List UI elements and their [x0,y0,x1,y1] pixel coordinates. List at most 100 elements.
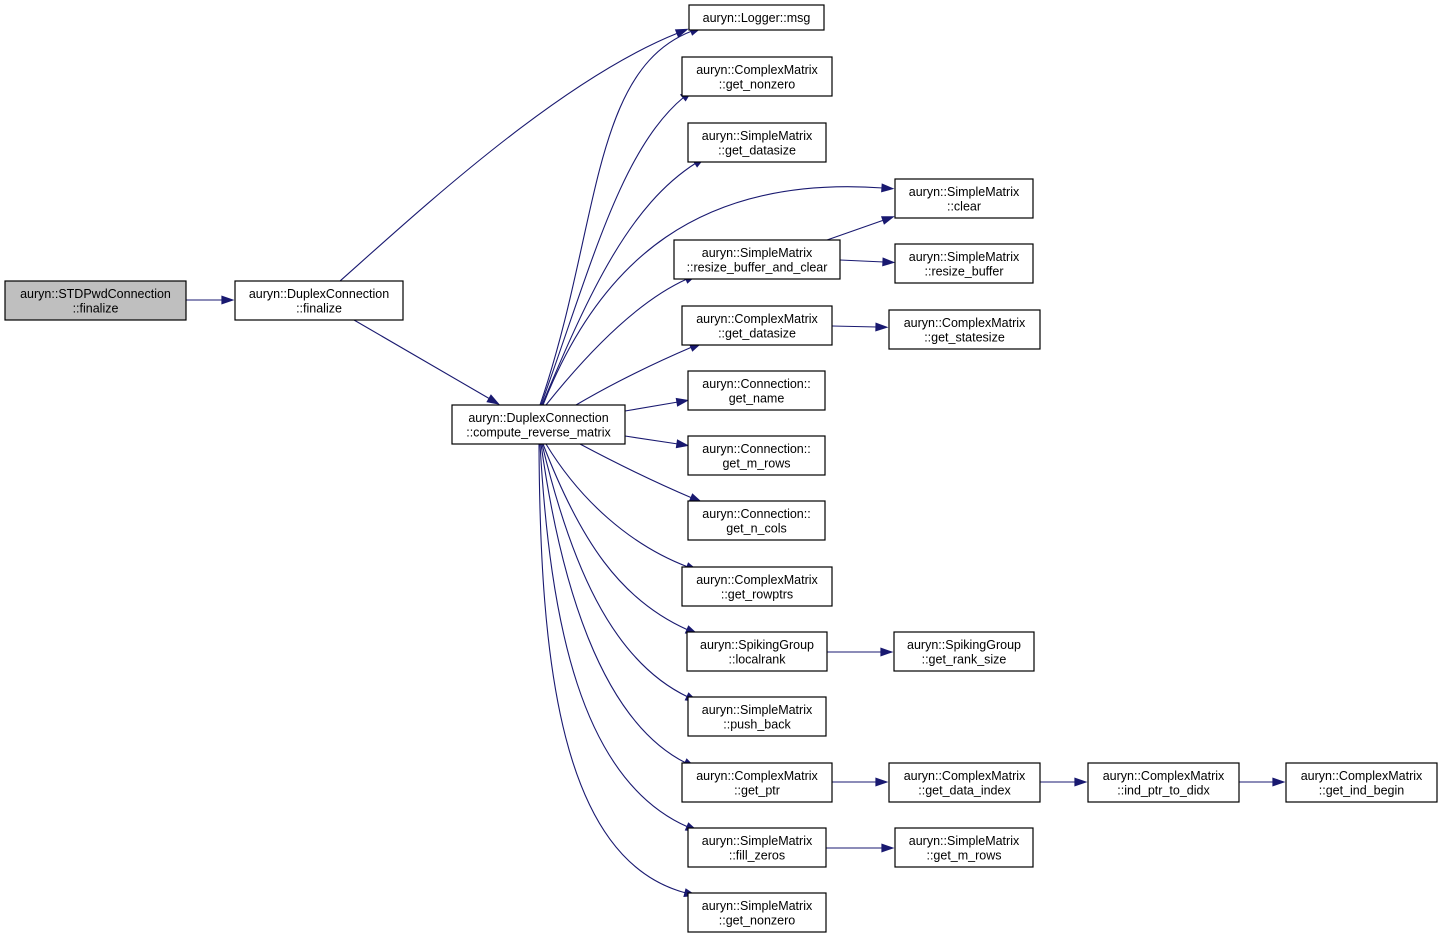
node-label: ::fill_zeros [729,848,785,862]
node-complexmatrix-get-rowptrs[interactable]: auryn::ComplexMatrix::get_rowptrs [681,566,833,607]
arrowhead [675,397,690,407]
node-box [888,762,1041,803]
node-label: auryn::SimpleMatrix [909,185,1020,199]
node-box [681,305,833,346]
node-label: auryn::SimpleMatrix [909,834,1020,848]
node-complexmatrix-get-datasize[interactable]: auryn::ComplexMatrix::get_datasize [681,305,833,346]
edge-n2-n14 [545,443,699,572]
node-box [686,631,828,672]
node-connection-get-n-cols[interactable]: auryn::Connection::get_n_cols [687,500,826,541]
node-connection-get-name[interactable]: auryn::Connection::get_name [687,370,826,411]
edge-line [539,443,689,828]
node-simplematrix-fill-zeros[interactable]: auryn::SimpleMatrix::fill_zeros [687,827,827,868]
edges-layer [186,26,1286,897]
node-label: auryn::SimpleMatrix [702,899,813,913]
node-label: ::resize_buffer [925,264,1004,278]
node-label: auryn::SpikingGroup [907,638,1021,652]
node-complexmatrix-get-ind-begin[interactable]: auryn::ComplexMatrix::get_ind_begin [1285,762,1438,803]
node-box [681,566,833,607]
node-label: ::finalize [296,301,342,315]
node-complexmatrix-get-statesize[interactable]: auryn::ComplexMatrix::get_statesize [888,309,1041,350]
edge-n2-n17 [541,443,699,702]
node-box [687,122,827,163]
node-box [4,280,187,321]
node-spikinggroup-localrank[interactable]: auryn::SpikingGroup::localrank [686,631,828,672]
node-label: auryn::ComplexMatrix [696,769,818,783]
node-complexmatrix-get-nonzero[interactable]: auryn::ComplexMatrix::get_nonzero [681,56,833,97]
node-label: auryn::SimpleMatrix [702,129,813,143]
node-complexmatrix-ind-ptr-to-didx[interactable]: auryn::ComplexMatrix::ind_ptr_to_didx [1087,762,1240,803]
node-box [681,762,833,803]
node-box [687,827,827,868]
edge-n22-n23 [826,843,895,853]
arrowhead [880,647,894,657]
node-stdpwdconnection-finalize[interactable]: auryn::STDPwdConnection::finalize [4,280,187,321]
node-box [687,500,826,541]
node-label: ::get_ptr [734,783,780,797]
edge-line [339,32,679,282]
node-label: ::get_rank_size [922,652,1007,666]
edge-n2-n9 [575,342,703,406]
node-label: auryn::ComplexMatrix [696,312,818,326]
edge-n9-n10 [831,322,889,332]
edge-line [624,401,679,412]
edge-line [542,186,884,406]
edge-line [839,259,885,263]
node-label: ::finalize [73,301,119,315]
arrowhead [1074,777,1088,787]
node-label: ::ind_ptr_to_didx [1117,783,1210,797]
node-box [894,178,1034,219]
edge-line [831,325,878,328]
node-box [893,631,1035,672]
node-box [1285,762,1438,803]
node-label: auryn::Connection:: [702,442,810,456]
node-box [888,309,1041,350]
edge-n2-n6 [542,183,895,406]
node-simplematrix-get-m-rows[interactable]: auryn::SimpleMatrix::get_m_rows [894,827,1034,868]
node-simplematrix-resize-buffer[interactable]: auryn::SimpleMatrix::resize_buffer [894,243,1034,284]
node-label: ::get_m_rows [926,848,1001,862]
node-simplematrix-resize-buffer-and-clear[interactable]: auryn::SimpleMatrix::resize_buffer_and_c… [673,239,841,280]
edge-line [540,96,685,406]
node-connection-get-m-rows[interactable]: auryn::Connection::get_m_rows [687,435,826,476]
node-simplematrix-get-datasize[interactable]: auryn::SimpleMatrix::get_datasize [687,122,827,163]
node-label: auryn::DuplexConnection [249,287,389,301]
arrowhead [486,394,500,405]
edge-n2-n22 [539,443,699,832]
edge-line [539,30,693,406]
node-complexmatrix-get-data-index[interactable]: auryn::ComplexMatrix::get_data_index [888,762,1041,803]
edge-n2-n12 [624,435,690,449]
node-complexmatrix-get-ptr[interactable]: auryn::ComplexMatrix::get_ptr [681,762,833,803]
node-label: get_m_rows [722,456,790,470]
node-label: ::get_nonzero [719,913,795,927]
node-logger-msg[interactable]: auryn::Logger::msg [688,4,825,31]
edge-n2-n15 [542,443,699,635]
edge-line [579,443,693,499]
node-duplexconnection-compute-reverse-matrix[interactable]: auryn::DuplexConnection::compute_reverse… [451,404,626,445]
node-label: auryn::ComplexMatrix [1103,769,1225,783]
edge-n1-n2 [353,319,500,405]
arrowhead [674,28,689,38]
node-simplematrix-clear[interactable]: auryn::SimpleMatrix::clear [894,178,1034,219]
node-duplexconnection-finalize[interactable]: auryn::DuplexConnection::finalize [234,280,404,321]
node-box [894,827,1034,868]
edge-n2-n7 [545,274,698,406]
node-label: ::get_ind_begin [1319,783,1405,797]
node-box [687,892,827,933]
node-simplematrix-get-nonzero[interactable]: auryn::SimpleMatrix::get_nonzero [687,892,827,933]
node-label: ::get_datasize [718,143,796,157]
node-simplematrix-push-back[interactable]: auryn::SimpleMatrix::push_back [687,696,827,737]
edge-line [540,443,687,764]
edge-n15-n16 [827,647,894,657]
node-label: auryn::DuplexConnection [468,411,608,425]
edge-n2-n4 [540,89,693,406]
edge-n2-n11 [624,397,690,412]
node-label: get_name [729,391,785,405]
node-label: auryn::Connection:: [702,507,810,521]
node-label: auryn::SpikingGroup [700,638,814,652]
edge-n18-n19 [832,777,889,787]
arrowhead [880,216,895,225]
node-box [687,435,826,476]
node-spikinggroup-get-rank-size[interactable]: auryn::SpikingGroup::get_rank_size [893,631,1035,672]
arrowhead [882,257,896,267]
